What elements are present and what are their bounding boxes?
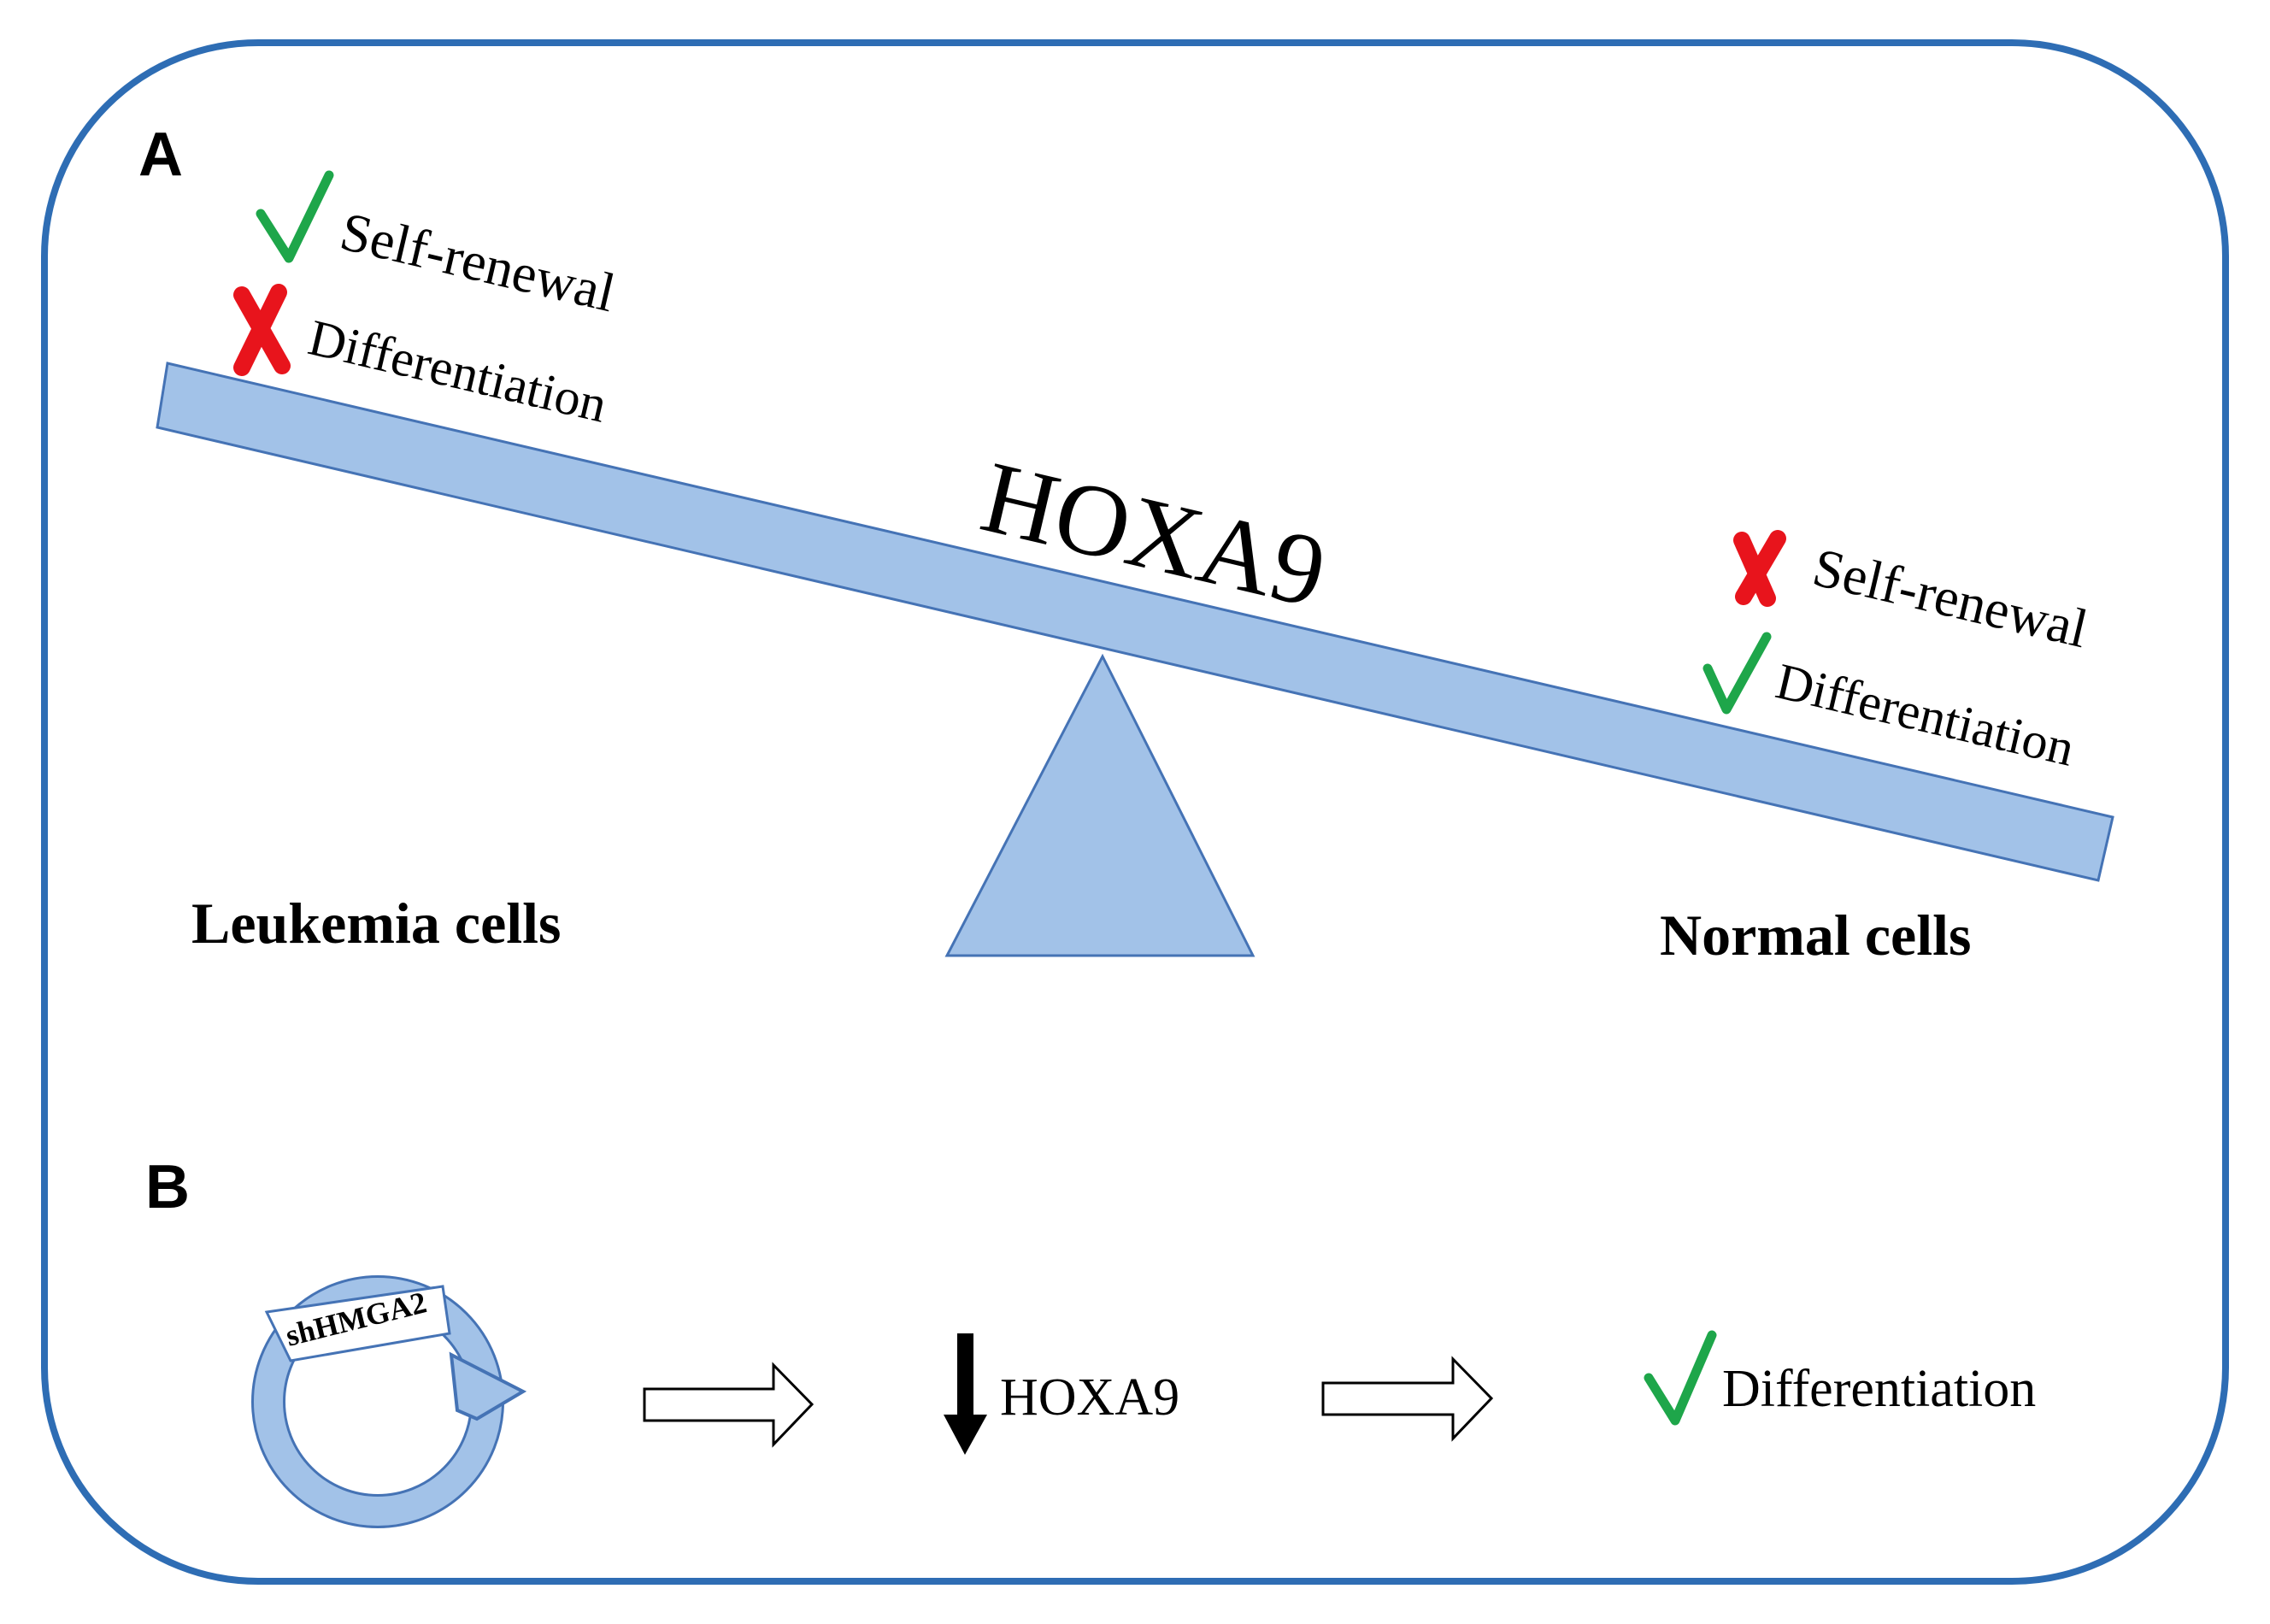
- right-arrow-icon: [1321, 1356, 1494, 1442]
- plasmid-arrowhead: [449, 1351, 527, 1421]
- normal-cells-caption: Normal cells: [1660, 903, 1971, 968]
- check-icon: [1644, 1330, 1717, 1426]
- differentiation-outcome-label: Differentiation: [1722, 1360, 2036, 1418]
- panel-a-label: A: [138, 121, 183, 189]
- right-arrow-icon: [643, 1362, 814, 1448]
- plasmid-label-tag: [264, 1285, 451, 1362]
- down-arrow-icon: [944, 1333, 987, 1455]
- hoxa9-pathway-label: HOXA9: [1000, 1368, 1179, 1427]
- check-icon: [256, 170, 334, 263]
- leukemia-cells-caption: Leukemia cells: [191, 891, 562, 956]
- cross-icon: [1733, 530, 1786, 607]
- cross-icon: [233, 284, 291, 376]
- panel-b-label: B: [145, 1153, 190, 1221]
- seesaw-beam: [156, 362, 2114, 882]
- check-icon: [1702, 632, 1772, 715]
- seesaw-fulcrum: [944, 653, 1256, 957]
